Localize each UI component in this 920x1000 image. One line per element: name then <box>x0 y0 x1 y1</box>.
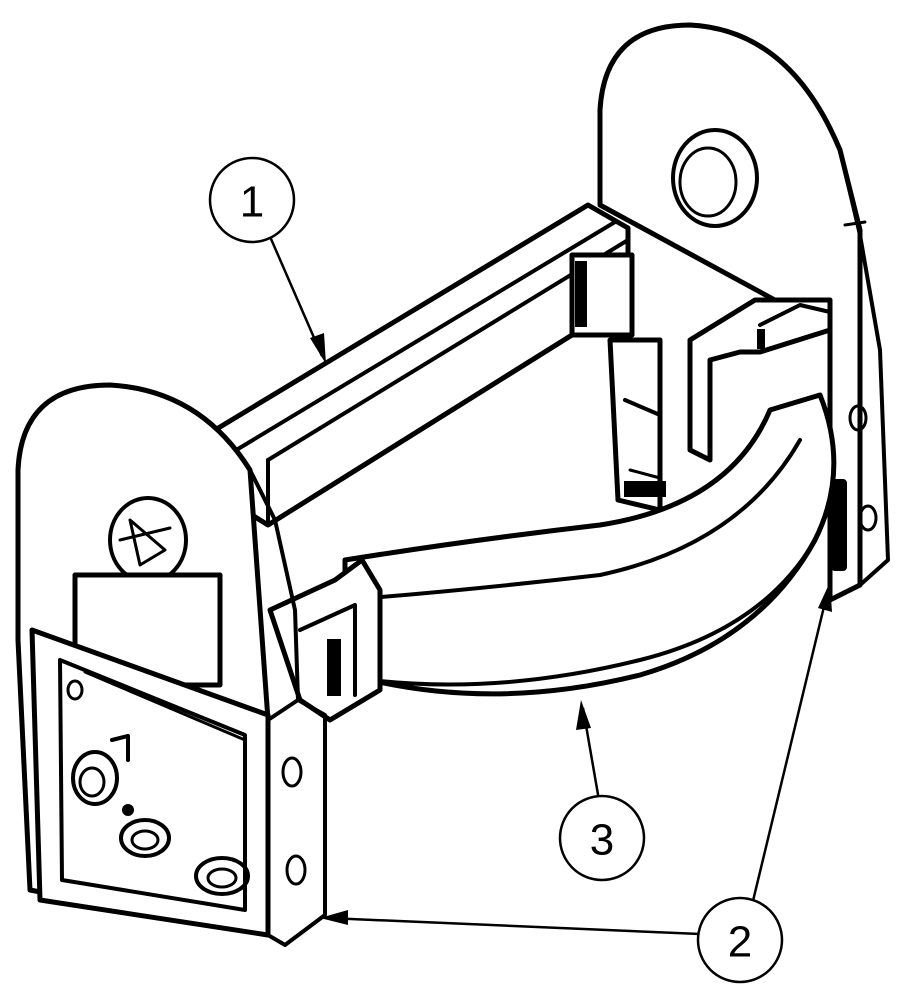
leader-lines <box>266 231 832 936</box>
fastener <box>194 856 250 896</box>
bolt-hole <box>848 404 868 432</box>
callout-label: 3 <box>590 816 614 865</box>
fastener <box>119 818 171 858</box>
mounting-hole <box>671 128 759 228</box>
callout-1: 1 <box>208 156 296 244</box>
leader-2a <box>327 916 701 936</box>
leader-1 <box>266 231 324 357</box>
callout-3: 3 <box>558 794 646 882</box>
right-end-plate <box>597 22 890 603</box>
callout-label: 2 <box>728 918 752 967</box>
bolt-hole <box>281 756 303 788</box>
bolt-hole <box>285 854 307 886</box>
fastener <box>71 750 119 806</box>
front-frame <box>29 627 271 938</box>
bolt-hole <box>858 504 878 532</box>
leader-2b <box>750 589 830 906</box>
callout-label: 1 <box>240 178 264 227</box>
callout-2: 2 <box>696 896 784 984</box>
